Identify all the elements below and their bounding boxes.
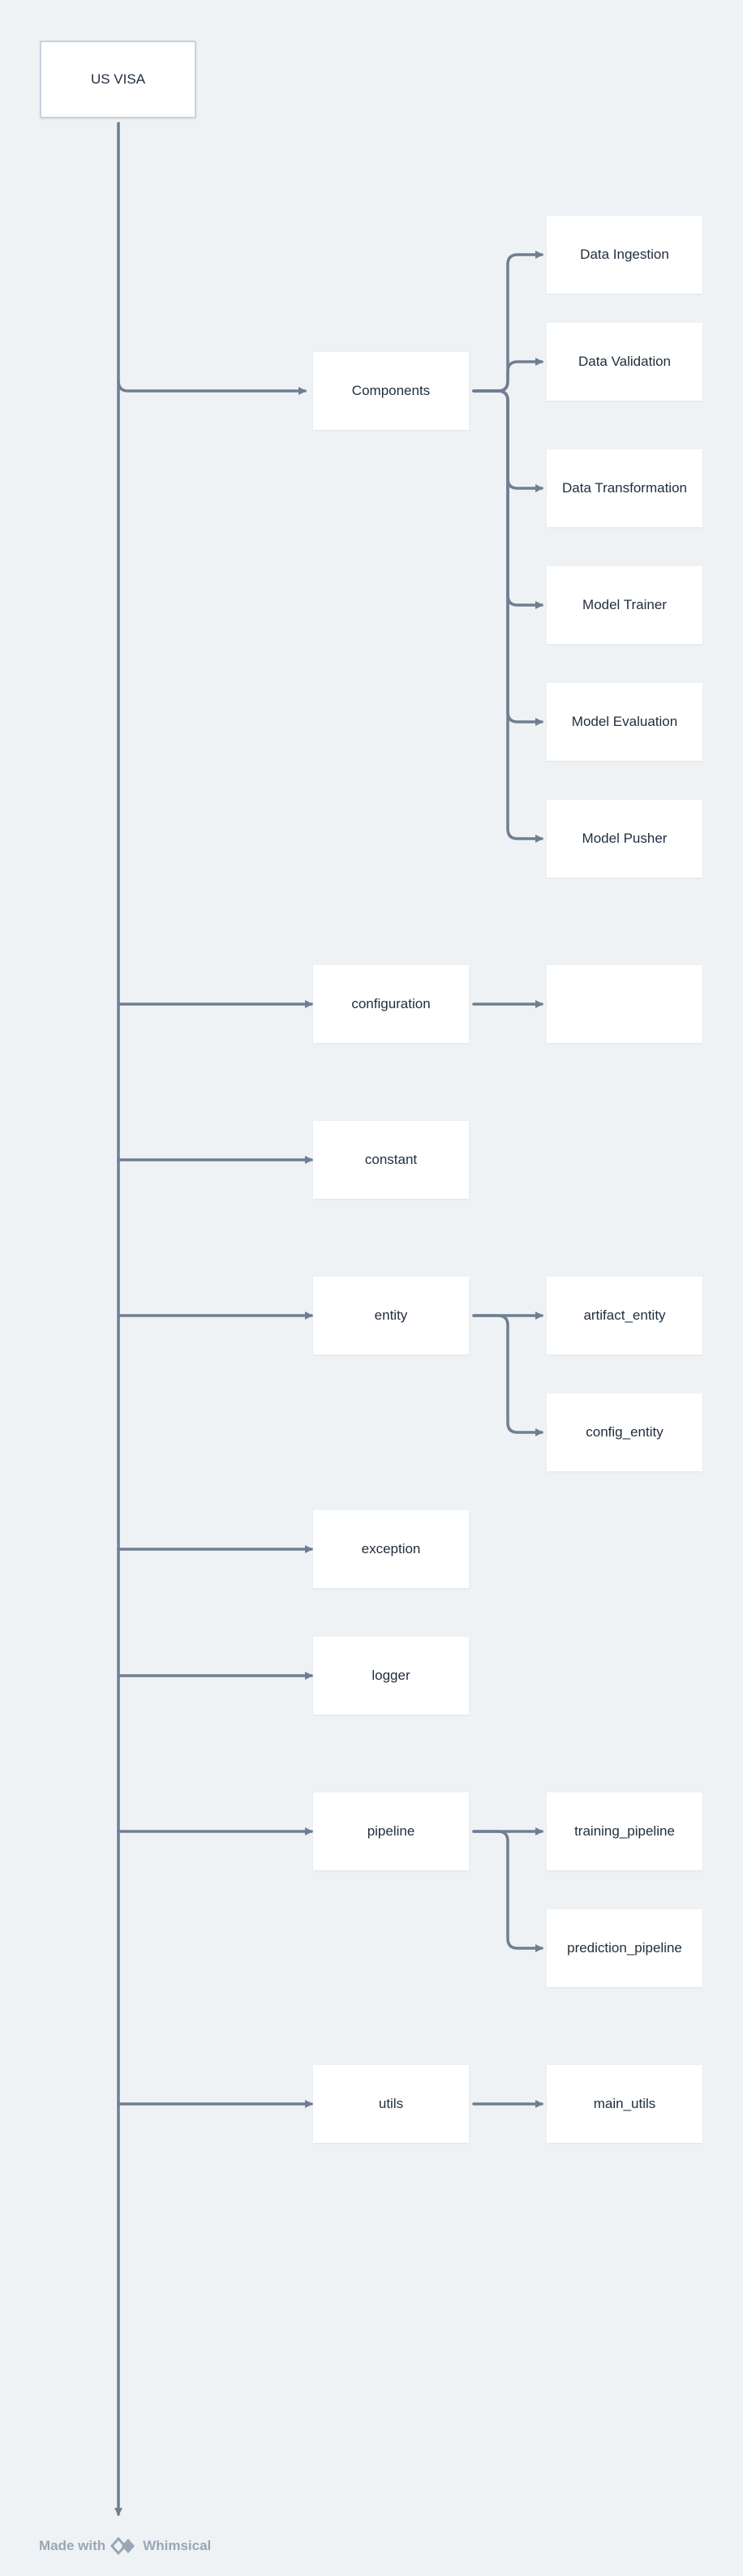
child-node-components-1[interactable]: Data Validation (547, 323, 702, 401)
branch-node-exception-label: exception (361, 1541, 421, 1556)
child-node-entity-1[interactable]: config_entity (547, 1393, 702, 1471)
child-node-pipeline-0-label: training_pipeline (574, 1823, 675, 1839)
child-node-components-5[interactable]: Model Pusher (547, 800, 702, 878)
child-node-components-3[interactable]: Model Trainer (547, 566, 702, 644)
whimsical-brand-text: Whimsical (143, 2538, 212, 2553)
connector-components (117, 380, 307, 395)
whimsical-logo-icon (110, 2536, 138, 2556)
child-node-components-2[interactable]: Data Transformation (547, 449, 702, 527)
branch-node-components-label: Components (351, 383, 431, 398)
whimsical-watermark[interactable]: Made with Whimsical (39, 2536, 211, 2556)
root-node[interactable]: US VISA (40, 41, 196, 118)
branch-node-entity-label: entity (374, 1307, 408, 1323)
child-node-components-4[interactable]: Model Evaluation (547, 683, 702, 761)
child-node-configuration-0[interactable] (547, 965, 702, 1043)
child-node-entity-1-label: config_entity (586, 1424, 664, 1440)
branch-node-entity[interactable]: entity (313, 1277, 469, 1355)
child-node-pipeline-1[interactable]: prediction_pipeline (547, 1909, 702, 1987)
connector-pipeline-child-1 (472, 1830, 543, 1952)
branch-node-components[interactable]: Components (313, 352, 469, 430)
branch-node-logger-label: logger (372, 1668, 410, 1683)
branch-node-pipeline-label: pipeline (367, 1823, 415, 1839)
branch-node-logger[interactable]: logger (313, 1637, 469, 1715)
branch-node-constant-label: constant (364, 1152, 418, 1167)
branch-node-pipeline[interactable]: pipeline (313, 1792, 469, 1870)
child-node-components-5-label: Model Pusher (582, 831, 668, 846)
branch-node-exception[interactable]: exception (313, 1510, 469, 1588)
child-node-pipeline-0[interactable]: training_pipeline (547, 1792, 702, 1870)
branch-node-utils-label: utils (378, 2096, 404, 2111)
child-node-components-3-label: Model Trainer (582, 597, 667, 612)
child-node-components-2-label: Data Transformation (561, 480, 687, 496)
child-node-entity-0-label: artifact_entity (583, 1307, 666, 1323)
child-node-components-0[interactable]: Data Ingestion (547, 216, 702, 294)
made-with-text: Made with (39, 2538, 106, 2553)
child-node-utils-0-label: main_utils (593, 2096, 656, 2111)
child-node-components-0-label: Data Ingestion (580, 247, 669, 262)
child-node-pipeline-1-label: prediction_pipeline (567, 1940, 682, 1956)
child-node-components-4-label: Model Evaluation (571, 714, 678, 729)
branch-node-configuration[interactable]: configuration (313, 965, 469, 1043)
branch-node-constant[interactable]: constant (313, 1121, 469, 1199)
child-node-entity-0[interactable]: artifact_entity (547, 1277, 702, 1355)
child-node-utils-0[interactable]: main_utils (547, 2065, 702, 2143)
branch-node-configuration-label: configuration (351, 996, 431, 1011)
root-label: US VISA (90, 71, 146, 87)
connector-components-child-1 (472, 358, 543, 393)
connector-components-child-5 (472, 389, 543, 843)
child-node-components-1-label: Data Validation (578, 354, 672, 369)
connector-entity-child-1 (472, 1314, 543, 1436)
branch-node-utils[interactable]: utils (313, 2065, 469, 2143)
